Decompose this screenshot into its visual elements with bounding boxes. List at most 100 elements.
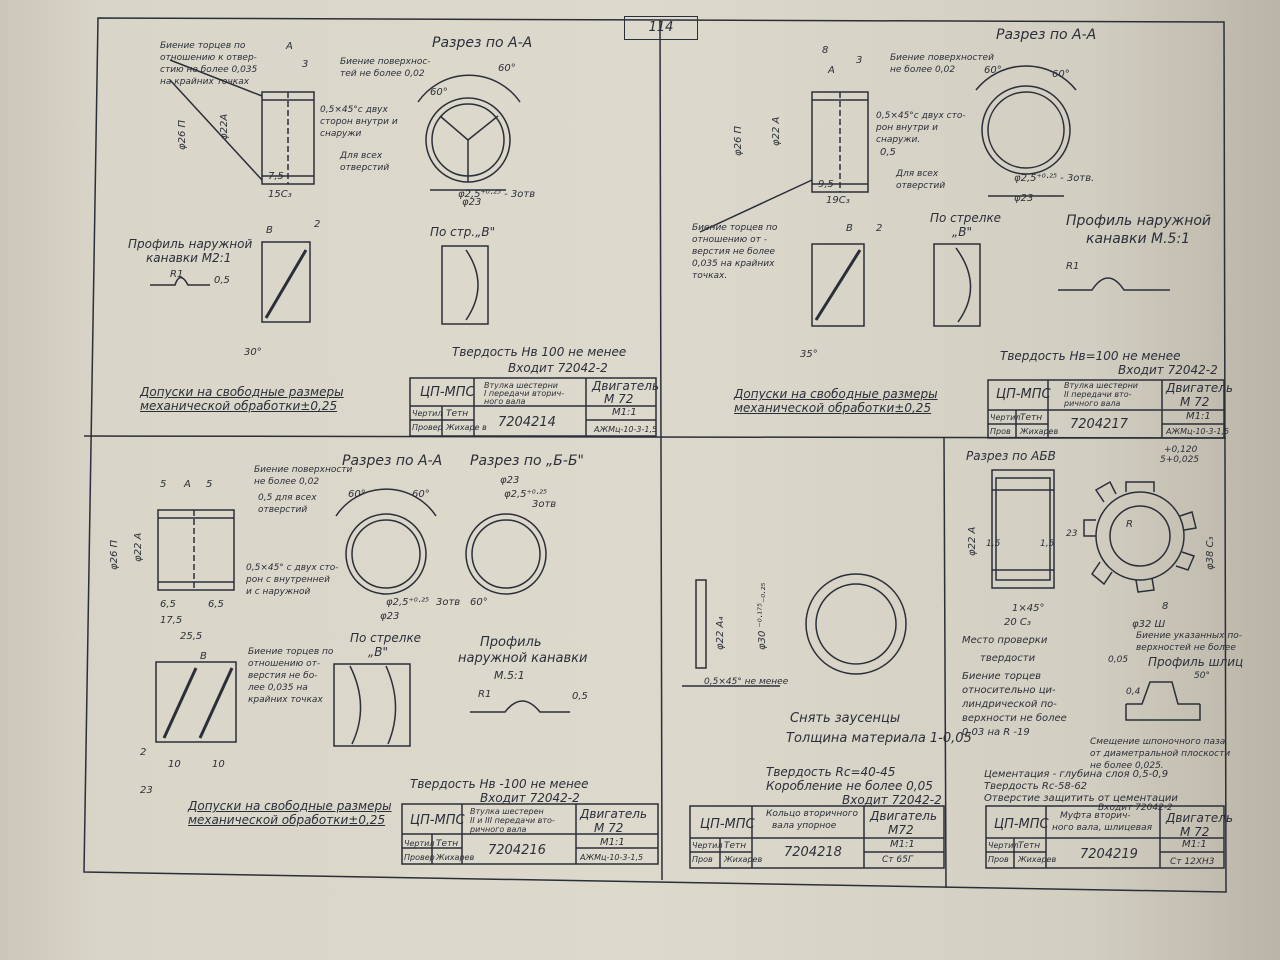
p3-dim-center: φ23 [380,611,400,622]
p4-tb-org: ЦП-МПС [700,817,755,832]
p5-tb-scale: М1:1 [1182,839,1207,850]
p1-note-line2: отношению к отвер- [160,53,257,63]
p4-note-1: Снять заусенцы [790,711,901,726]
p5-dim-d15a: 1,5 [986,539,1001,549]
p3-dim-b-label: В [200,651,207,662]
p3-dim-a10b: 10 [212,759,225,770]
p2-tb-org: ЦП-МПС [996,387,1051,402]
p3-tb-product-label: Двигатель [580,807,648,821]
p2-tb-number: 7204217 [1070,417,1128,432]
p4-dim-outer: φ30 ⁻⁰·¹⁷⁵₋₀.₂₅ [757,582,768,650]
p5-tb-row1: Чертил [988,841,1019,850]
p1-dim-outer: φ26 П [177,119,188,150]
p3-dim-outer: φ26 П [109,539,120,570]
p4-hardness: Твердость Rc=40-45 [766,765,896,779]
p1-tb-product-label: Двигатель [592,379,660,393]
p2-dim-w: 9,5 [818,179,834,190]
p4-tb-scale: М1:1 [890,839,915,850]
p5-note-line1: Место проверки [962,635,1048,646]
p2-tb-sig1: Тетн [1020,413,1043,423]
p5-dim-angle50: 50° [1194,671,1210,681]
p5-dim-r: R [1126,519,1133,530]
p2-dim-inner: φ22 А [771,116,782,146]
p1-tb-org: ЦП-МПС [420,385,475,400]
p5-dim-tol1: +0,120 [1164,445,1198,455]
p2-dim-b-label: В [846,223,853,234]
p2-note-line5: точках. [692,271,728,281]
p2-dim-a8: 8 [822,45,829,56]
p5-spec-1: Смещение шпоночного паза [1090,737,1226,747]
p1-note-line1: Биение торцев по [160,41,246,51]
p2-view-title-1: По стрелке [930,211,1002,225]
p3-tb-scale: М1:1 [600,837,625,848]
p3-dim-l2: 17,5 [160,615,183,626]
p1-note-line3: стию не более 0,035 [160,65,258,75]
p4-included: Входит 72042-2 [842,793,942,807]
p2-dim-a-label: А [828,65,835,76]
p5-surface-note-1: Биение указанных по- [1136,631,1242,641]
p3-view-title-2: „В" [368,645,388,659]
p2-dim-r: R1 [1066,261,1080,272]
p1-profile-title-2: канавки М2:1 [146,251,232,265]
p5-tb-sig2: Жихарев [1018,855,1057,864]
p1-dim-angle60a: 60° [430,87,448,98]
p5-note-line2: твердости [980,653,1036,664]
p5-tb-part-2: ного вала, шлицевая [1052,823,1153,833]
p1-tb-part-3: ного вала [484,397,526,406]
p3-surface-note-1: Биение поверхности [254,465,353,475]
p2-dim-angle60b: 60° [1052,69,1070,80]
p2-dim-center: φ23 [1014,193,1034,204]
p5-dim-spline: φ32 Ш [1132,619,1166,630]
p3-chamfer-note-2: рон с внутренней [246,575,330,585]
p4-tb-number: 7204218 [784,845,842,860]
p3-tb-part-3: ричного вала [470,825,527,834]
p5-tb-product-label: Двигатель [1166,811,1234,825]
p1-hardness: Твердость Нв 100 не менее [452,345,627,359]
p1-dim-r: R1 [170,269,184,280]
p5-dim-slot: 8 [1162,601,1169,612]
p1-dim-inner: φ22А [219,113,230,140]
p3-dim-w1: 6,5 [160,599,176,610]
p1-chamfer-note-2: сторон внутри и [320,117,398,127]
p5-dim-outer: φ38 С₃ [1205,536,1216,571]
p1-tb-product: М 72 [604,392,634,406]
p4-dim-chamfer: 0,5×45° не менее [704,677,789,687]
p4-tb-row2: Пров [692,855,713,864]
p1-note-line4: на крайних точках [160,77,250,87]
p1-dim-a-label: А [286,41,293,52]
p1-surface-note-2: тей не более 0,02 [340,69,425,79]
p2-dim-length: 19С₃ [826,195,850,206]
p2-surface-note-1: Биение поверхностей [890,53,994,63]
p5-tb-material: Ст 12ХН3 [1170,857,1215,867]
p1-dim-a3: 3 [302,59,309,70]
p2-included: Входит 72042-2 [1118,363,1218,377]
p1-view-title: По стр.„В" [430,225,496,239]
p3-dim-w4: 5 [206,479,213,490]
p2-dim-outer: φ26 П [733,125,744,156]
p5-tb-sig1: Тетн [1018,841,1041,851]
p5-spec-6: Отверстие защитить от цементации [984,793,1178,804]
p1-dim-d05: 0,5 [214,275,230,286]
p3-profile-title-1: Профиль [480,635,542,650]
p1-tb-row2: Провер [412,423,443,432]
p2-tolerances-2: механической обработки±0,25 [734,401,932,415]
p5-tb-product: М 72 [1180,825,1210,839]
p1-dim-w: 7,5 [268,171,284,182]
p1-holes-note-1: Для всех [340,151,383,161]
p1-holes-note-2: отверстий [340,163,390,173]
p1-dim-angle60b: 60° [498,63,516,74]
p3-holes-note-1: 0,5 для всех [258,493,317,503]
p3-tb-sig2: Жихарев [436,853,475,862]
p3-note-line2: отношению от- [248,659,321,669]
p1-profile-title-1: Профиль наружной [128,237,253,251]
p1-dim-length: 15С₃ [268,189,292,200]
p2-note-line2: отношению от - [692,235,767,245]
p3-note-line3: верстия не бо- [248,671,318,681]
p1-surface-note-1: Биение поверхнос- [340,57,431,67]
p2-chamfer-note-3: снаружи. [876,135,921,145]
p4-tb-row1: Чертил [692,841,723,850]
p4-dim-inner: φ22 А₄ [715,616,726,650]
p3-tb-part-2: II и III передачи вто- [470,816,555,825]
p3-dim-angle60c: 60° [470,597,488,608]
